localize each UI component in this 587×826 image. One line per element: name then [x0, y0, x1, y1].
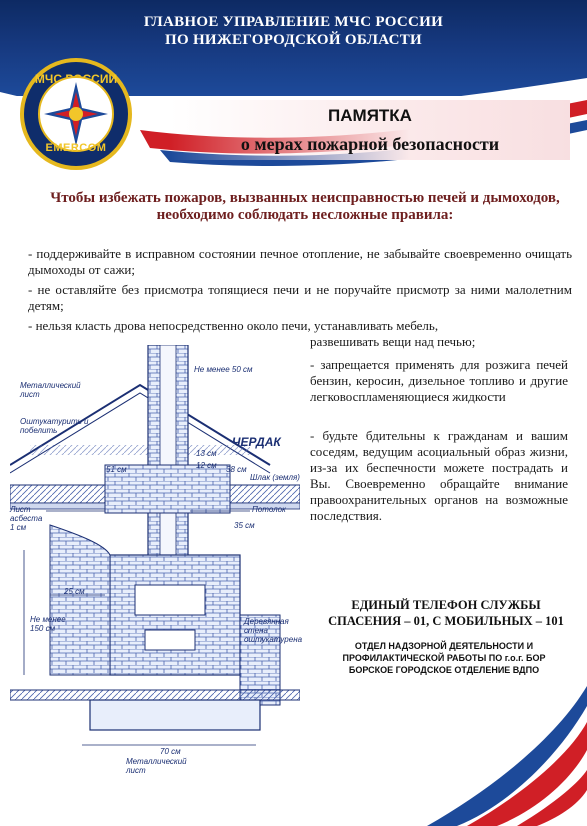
label-12cm: 12 см: [196, 461, 217, 470]
stove-diagram-drawing: [9, 344, 301, 746]
intro-heading: Чтобы избежать пожаров, вызванных неиспр…: [50, 190, 560, 223]
label-slag: Шлак (земля): [250, 473, 300, 482]
rule-item: - запрещается применять для розжига пече…: [310, 357, 568, 404]
label-side-note: Лист асбеста 1 см: [10, 505, 43, 532]
logo-emblem: [38, 76, 114, 152]
rule-item: - будьте бдительны к гражданам и вашим с…: [310, 428, 568, 523]
page-title: ПАМЯТКА: [328, 106, 412, 125]
label-51cm: 51 см: [106, 465, 127, 474]
label-wood-wall: Деревянная стена оштукатурена: [244, 617, 303, 644]
emergency-phone-line-2: СПАСЕНИЯ – 01, С МОБИЛЬНЫХ – 101: [328, 614, 564, 628]
label-min-height: Не менее 150 см: [30, 615, 66, 633]
title-background: [170, 100, 570, 160]
label-ceiling: Потолок: [252, 505, 286, 514]
stove-diagram: Металлический лист Оштукатурить и побели…: [9, 344, 303, 805]
rule-item: - поддерживайте в исправном состоянии пе…: [28, 246, 572, 277]
label-not-less-50: Не менее 50 см: [194, 365, 253, 374]
rule-item: - нельзя класть дрова непосредственно ок…: [28, 318, 439, 333]
emergency-phone-line-1: ЕДИНЫЙ ТЕЛЕФОН СЛУЖБЫ: [351, 598, 541, 612]
star-emblem-icon: [44, 82, 108, 146]
label-metal-sheet-top: Металлический лист: [20, 381, 81, 399]
header-line-1: ГЛАВНОЕ УПРАВЛЕНИЕ МЧС РОССИИ: [143, 14, 444, 30]
label-metal-sheet-bottom: Металлический лист: [126, 757, 187, 775]
rule-item: развешивать вещи над печью;: [310, 334, 476, 349]
logo-bottom-text: EMERCOM: [45, 142, 107, 154]
rule-item: - не оставляйте без присмотра топящиеся …: [28, 282, 572, 313]
label-attic: ЧЕРДАК: [232, 435, 281, 449]
emercom-logo: МЧС РОССИИ EMERCOM: [20, 58, 132, 170]
bottom-flag-stripes: [427, 686, 587, 826]
page-subtitle: о мерах пожарной безопасности: [240, 134, 500, 154]
department-line-3: БОРСКОЕ ГОРОДСКОЕ ОТДЕЛЕНИЕ ВДПО: [348, 665, 540, 675]
label-25cm: 25 см: [64, 587, 85, 596]
label-plaster: Оштукатурить и побелить: [20, 417, 89, 435]
department-line-2: ПРОФИЛАКТИЧЕСКОЙ РАБОТЫ ПО г.о.г. БОР: [342, 653, 546, 663]
department-line-1: ОТДЕЛ НАДЗОРНОЙ ДЕЯТЕЛЬНОСТИ И: [354, 641, 534, 651]
label-13cm: 13 см: [196, 449, 217, 458]
label-70cm: 70 см: [160, 747, 181, 756]
header-line-2: ПО НИЖЕГОРОДСКОЙ ОБЛАСТИ: [164, 32, 422, 48]
label-35cm: 35 см: [234, 521, 255, 530]
label-38cm: 38 см: [226, 465, 247, 474]
